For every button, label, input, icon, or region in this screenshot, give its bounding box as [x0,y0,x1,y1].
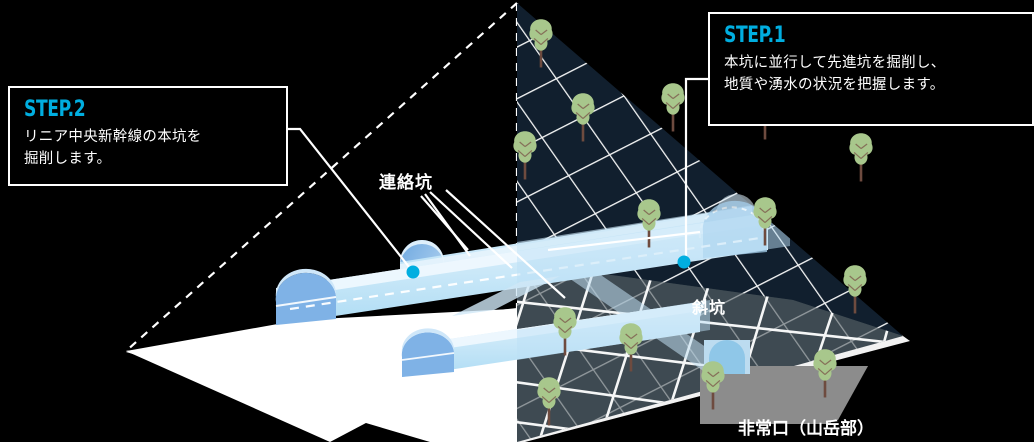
label-emergency-exit: 非常口（山岳部） [738,419,874,438]
step1-anchor-dot [677,255,691,269]
leader-renrakuko-d [547,230,701,252]
main-tunnel [275,200,790,325]
step2-anchor-dot [406,265,420,279]
callout-step1[interactable]: STEP.1 本坑に並行して先進坑を掘削し、 地質や湧水の状況を把握します。 [708,12,1034,126]
step2-label: STEP.2 [24,97,86,122]
step1-body: 本坑に並行して先進坑を掘削し、 地質や湧水の状況を把握します。 [724,55,946,93]
leader-renrakuko-b [429,191,513,269]
cross-drift [452,276,560,316]
leader-lines [288,77,708,299]
callout-step2[interactable]: STEP.2 リニア中央新幹線の本坑を 掘削します。 [8,86,288,186]
leader-step2 [288,127,414,273]
label-inclined-shaft: 斜坑 [692,300,727,317]
leader-renrakuko-c [445,189,566,299]
step2-body: リニア中央新幹線の本坑を 掘削します。 [24,129,202,167]
leader-step1 [684,77,708,262]
anchor-dots [406,255,691,279]
step1-label: STEP.1 [724,23,786,48]
label-connecting-drift: 連絡坑 [379,173,433,192]
